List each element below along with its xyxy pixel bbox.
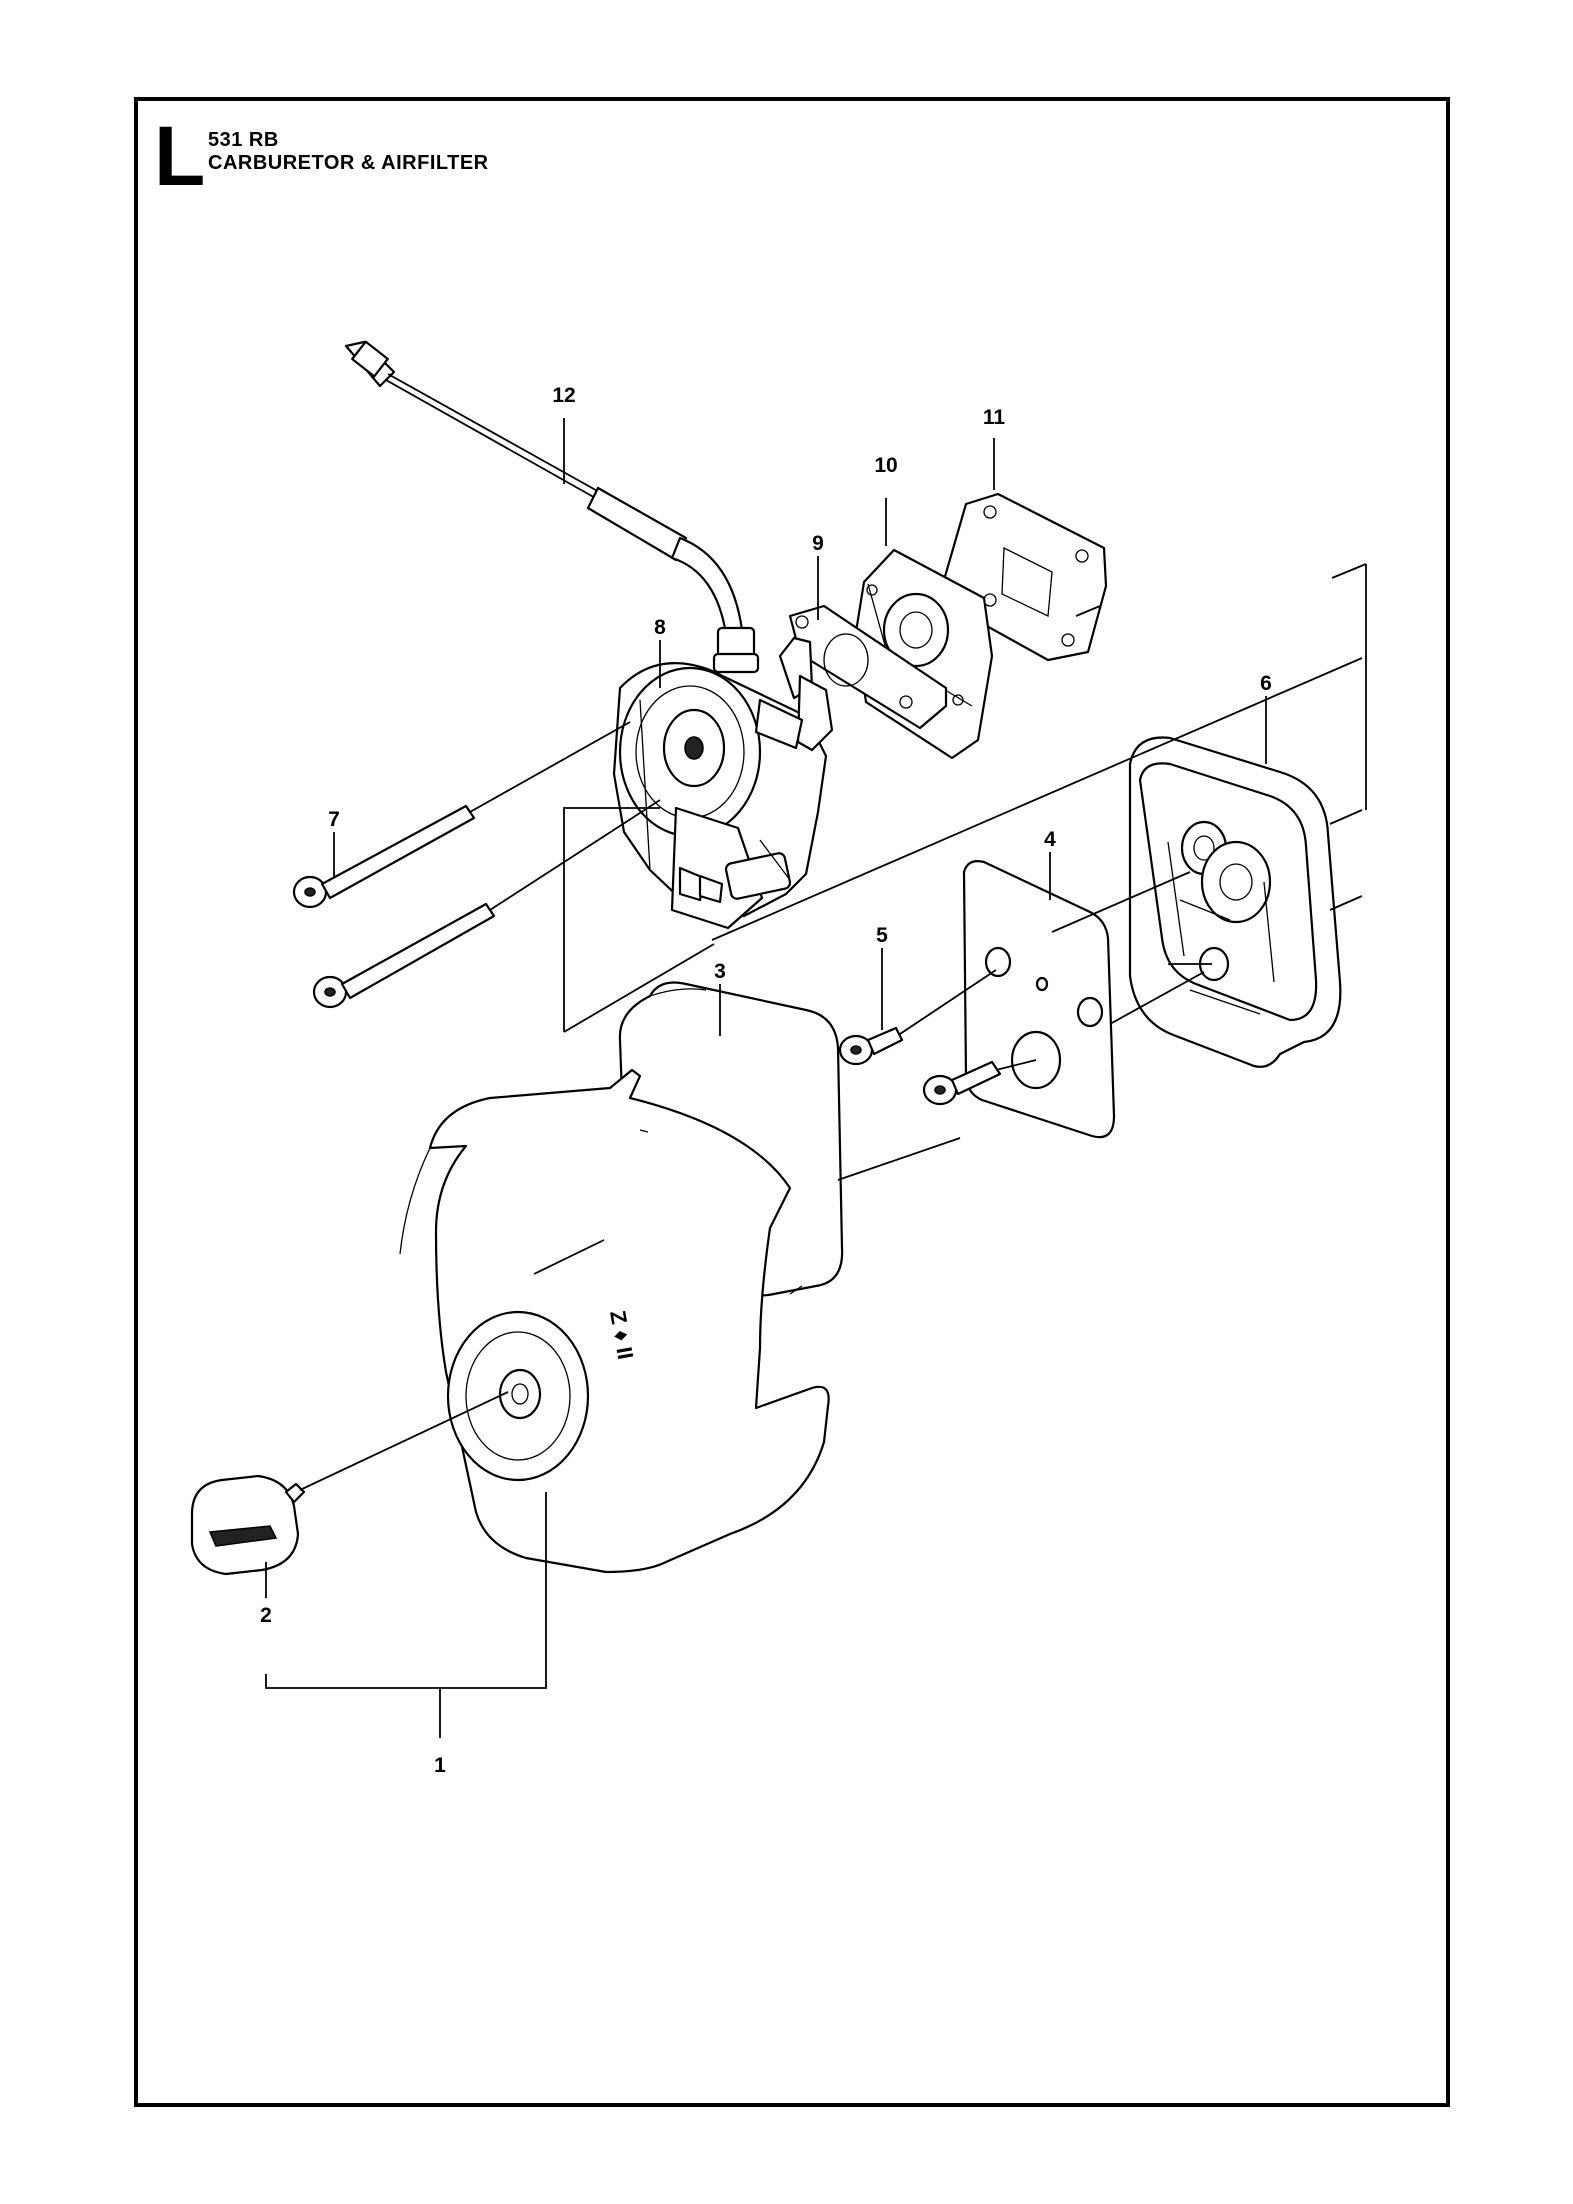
callout-10: 10 — [874, 454, 897, 477]
callout-5: 5 — [876, 924, 888, 947]
part-5b-screw — [922, 1059, 1037, 1106]
callout-2: 2 — [260, 1604, 272, 1627]
callout-9: 9 — [812, 532, 824, 555]
page-frame — [134, 97, 1450, 2107]
part-7b-screw — [312, 799, 661, 1009]
assembly-guide-lines — [533, 605, 1363, 1275]
part-1-airfilter-cover: Z ♦ II — [399, 1068, 830, 1574]
callout-3: 3 — [714, 960, 726, 983]
callout-8: 8 — [654, 616, 666, 639]
callout-leaders — [265, 418, 1367, 1738]
part-5-screw — [838, 969, 997, 1066]
page-title: CARBURETOR & AIRFILTER — [208, 152, 489, 174]
callout-7: 7 — [328, 808, 340, 831]
part-12-throttle-cable — [344, 340, 760, 674]
part-6-airfilter-base — [1128, 736, 1342, 1068]
part-8-carburetor — [612, 636, 834, 930]
part-7-screw — [292, 721, 631, 909]
callout-12: 12 — [552, 384, 575, 407]
callout-6: 6 — [1260, 672, 1272, 695]
callout-4: 4 — [1044, 828, 1056, 851]
section-letter: L — [154, 109, 206, 203]
model-name: 531 RB — [208, 129, 279, 151]
part-2-knob — [190, 1391, 509, 1576]
callout-numbers: 1 2 3 4 5 6 7 8 9 10 11 12 — [260, 384, 1272, 1777]
callout-1: 1 — [434, 1754, 446, 1777]
part-4-filter-plate — [962, 860, 1116, 1139]
callout-11: 11 — [983, 406, 1006, 429]
